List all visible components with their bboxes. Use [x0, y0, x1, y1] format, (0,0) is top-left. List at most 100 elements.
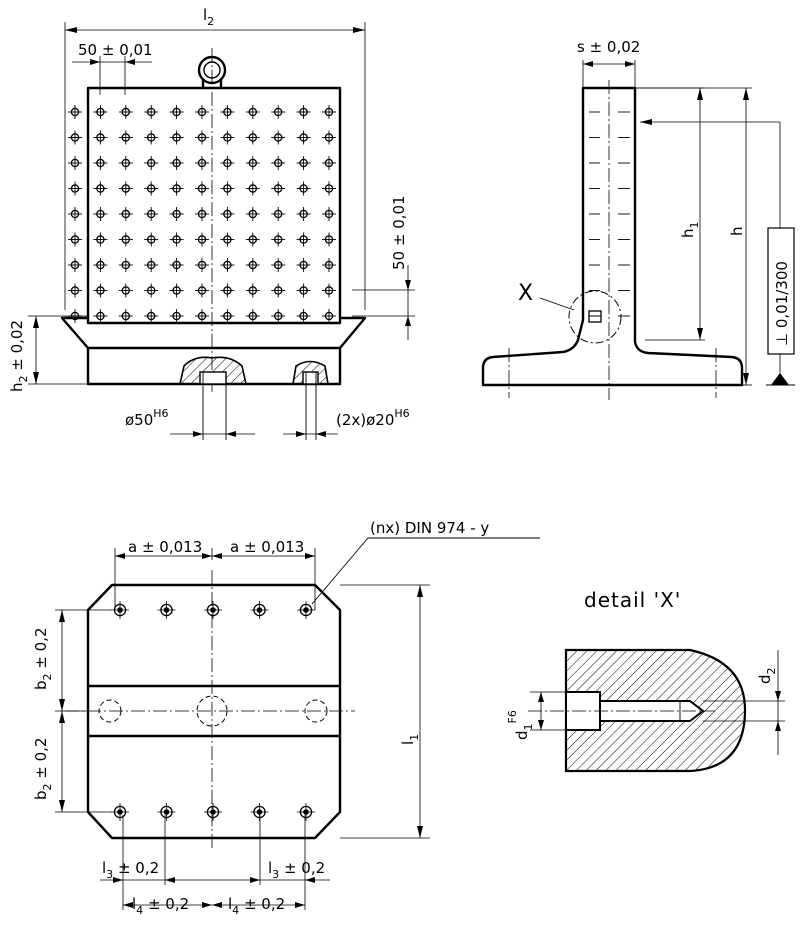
- grid-hole: [194, 155, 210, 171]
- b2-top-label: b2 ± 0,2: [32, 628, 54, 691]
- grid-hole: [219, 231, 236, 248]
- a-right-label: a ± 0,013: [230, 538, 304, 556]
- grid-hole: [219, 180, 236, 197]
- grid-pitch-v-label: 50 ± 0,01: [390, 195, 408, 270]
- grid-hole: [92, 257, 109, 273]
- grid-hole: [321, 155, 337, 171]
- grid-hole: [168, 206, 185, 222]
- grid-hole: [270, 206, 286, 222]
- grid-hole: [194, 308, 210, 324]
- bore-section-center: [179, 356, 247, 440]
- d2-label: d2: [756, 667, 778, 684]
- grid-hole: [270, 257, 286, 273]
- grid-hole: [270, 155, 286, 171]
- grid-hole: [168, 129, 185, 146]
- grid-hole: [270, 231, 286, 248]
- grid-hole: [295, 180, 312, 197]
- base-plate-outline: [86, 583, 342, 840]
- l2-dimension: l2: [64, 6, 366, 310]
- grid-hole: [194, 231, 210, 248]
- grid-hole: [143, 129, 159, 146]
- grid-hole: [118, 129, 134, 146]
- grid-hole: [295, 155, 312, 171]
- grid-hole: [245, 129, 261, 146]
- grid-hole: [194, 104, 210, 120]
- grid-hole: [194, 180, 210, 197]
- grid-hole: [219, 282, 236, 299]
- grid-hole: [67, 231, 83, 248]
- grid-hole: [321, 129, 337, 146]
- grid-hole: [321, 180, 337, 197]
- detail-x-circle: [568, 290, 622, 344]
- grid-hole: [143, 282, 159, 299]
- grid-hole: [67, 282, 83, 299]
- grid-hole: [168, 104, 185, 120]
- fixing-hole: [156, 802, 177, 822]
- grid-hole: [118, 104, 134, 120]
- grid-hole: [143, 104, 159, 120]
- grid-hole: [321, 257, 337, 273]
- grid-hole: [92, 104, 109, 120]
- grid-pitch-vertical-dimension: 50 ± 0,01: [352, 195, 415, 340]
- grid-hole: [67, 129, 83, 146]
- hidden-bores: [98, 695, 328, 727]
- h1-label: h1: [679, 221, 701, 238]
- grid-hole: [143, 257, 159, 273]
- grid-hole: [118, 180, 134, 197]
- grid-hole: [143, 206, 159, 222]
- detail-x-marker: X: [518, 281, 533, 306]
- grid-hole: [194, 282, 210, 299]
- grid-hole: [92, 282, 109, 299]
- grid-hole: [321, 282, 337, 299]
- grid-hole: [168, 155, 185, 171]
- grid-hole: [92, 206, 109, 222]
- grid-hole: [168, 180, 185, 197]
- grid-hole: [194, 257, 210, 273]
- h1-dimension: h1: [635, 87, 705, 341]
- grid-hole: [118, 308, 134, 324]
- side-profile-outline: [481, 86, 744, 387]
- grid-hole: [321, 104, 337, 120]
- grid-hole: [270, 129, 286, 146]
- h-label: h: [728, 226, 746, 236]
- grid-hole: [118, 206, 134, 222]
- grid-hole: [295, 231, 312, 248]
- grid-hole: [270, 104, 286, 120]
- grid-hole: [245, 155, 261, 171]
- grid-hole: [194, 206, 210, 222]
- grid-hole: [92, 129, 109, 146]
- side-view: s ± 0,02 X h1: [481, 38, 795, 400]
- bore-section-side: [292, 360, 329, 440]
- fixing-hole: [249, 802, 270, 822]
- d1-label: d1F6: [506, 710, 535, 740]
- grid-hole: [219, 308, 236, 324]
- detail-x-insert: [588, 310, 602, 323]
- l1-label: l1: [399, 734, 421, 745]
- grid-hole: [67, 104, 83, 120]
- bore-center-label: ø50H6: [125, 407, 169, 429]
- fixing-hole: [249, 600, 270, 620]
- fixing-hole: [110, 802, 130, 822]
- grid-hole: [92, 308, 109, 324]
- grid-hole: [219, 257, 236, 273]
- l3-left-label: l3 ± 0,2: [102, 859, 159, 881]
- perpendicularity-label: ⊥ 0,01/300: [773, 261, 791, 346]
- d2-dimension: d2: [703, 650, 785, 755]
- grid-hole: [143, 308, 159, 324]
- grid-hole: [321, 206, 337, 222]
- grid-hole: [270, 282, 286, 299]
- bore-side-label: (2x)ø20H6: [336, 407, 410, 429]
- grid-hole: [67, 180, 83, 197]
- grid-hole: [245, 180, 261, 197]
- grid-hole: [118, 282, 134, 299]
- fixing-hole: [203, 600, 223, 620]
- fixing-hole: [110, 600, 130, 620]
- detail-title: detail 'X': [584, 588, 681, 612]
- grid-hole: [321, 231, 337, 248]
- l4-right-label: l4 ± 0,2: [228, 895, 285, 917]
- grid-hole: [143, 231, 159, 248]
- grid-pitch-h-label: 50 ± 0,01: [78, 41, 153, 59]
- grid-hole: [168, 308, 185, 324]
- grid-hole: [143, 155, 159, 171]
